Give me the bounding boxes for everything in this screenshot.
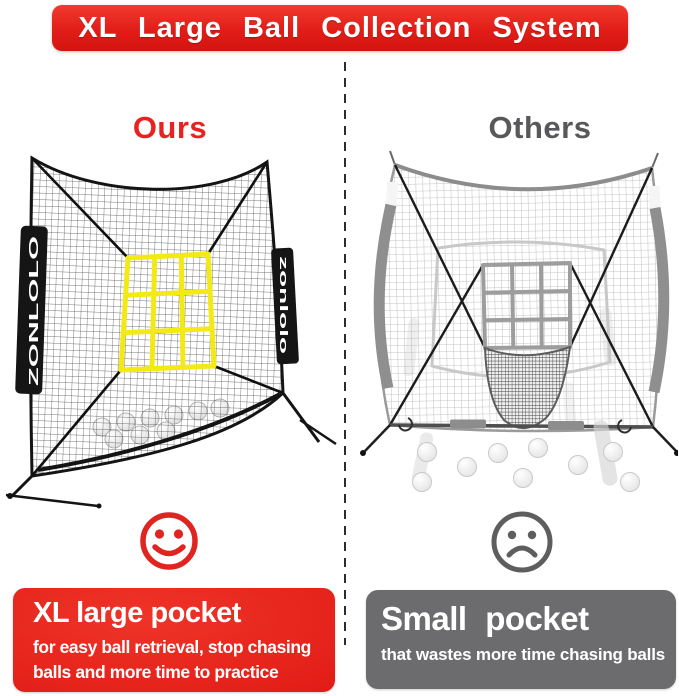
scattered-balls [412,438,640,492]
others-base [360,417,678,456]
brand-label-left: ZONLOLO [26,236,41,386]
happy-face-icon [140,512,198,570]
ours-foot-cap [7,493,13,499]
strike-zone-target-yellow [118,251,217,373]
others-callout-title: Small pocket [381,600,589,637]
others-column-label: Others [488,110,592,145]
small-pocket [483,345,572,429]
ours-net-mesh [29,155,285,478]
ours-callout-line2: balls and more time to practice [33,661,279,682]
others-corner-straps [388,164,655,428]
others-pole-tips [389,150,659,169]
brand-band-left: ZONLOLO [15,225,48,395]
others-side-bands [373,163,670,394]
others-callout-line1: that wastes more time chasing balls [381,645,665,664]
ours-callout: XL large pocket for easy ball retrieval,… [13,588,335,692]
ours-callout-line1: for easy ball retrieval, stop chasing [33,637,311,657]
brand-band-right: zonlolo [271,247,299,365]
ours-callout-title: XL large pocket [33,597,241,629]
pocket-apron-outline [430,240,612,379]
banner: XL Large Ball Collection System [52,5,628,51]
others-net-image [360,150,678,492]
column-divider [344,62,346,645]
ours-net-legs [5,392,337,508]
ours-column-label: Ours [132,110,208,145]
brand-label-right: zonlolo [277,256,289,355]
ours-net-image: ZONLOLO zonlolo [5,155,337,509]
sad-face-icon [491,511,553,573]
ours-foot-cap-2 [96,503,102,509]
others-callout: Small pocket that wastes more time chasi… [366,590,676,689]
ours-corner-straps [31,157,284,477]
banner-title: XL Large Ball Collection System [78,11,602,44]
